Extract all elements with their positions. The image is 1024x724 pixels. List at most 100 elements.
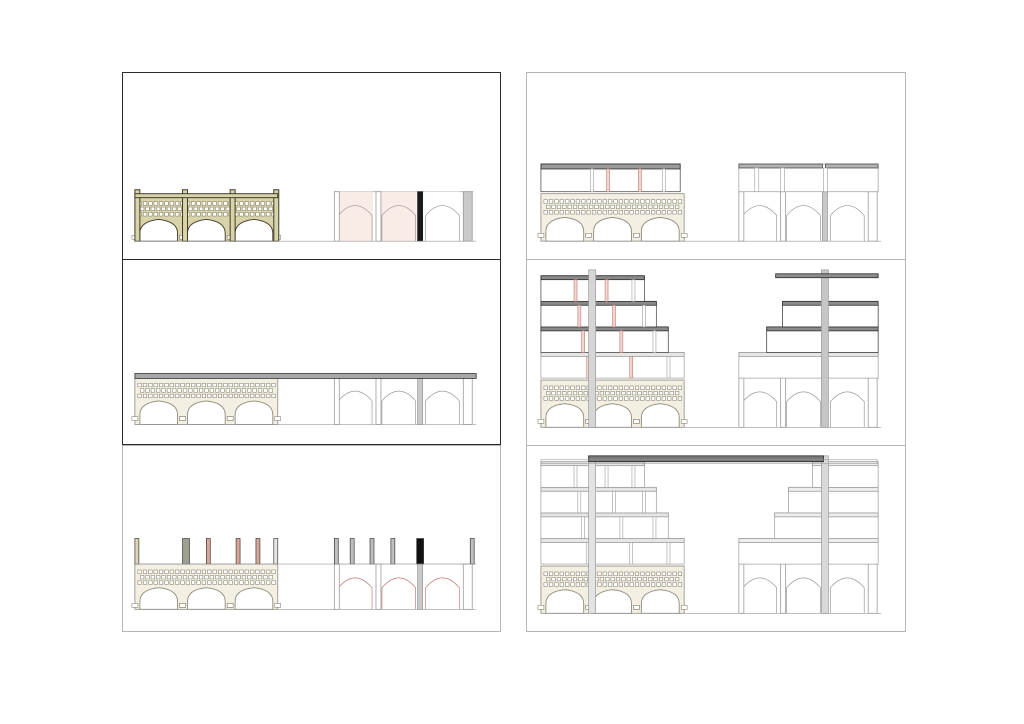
stone-block [217, 393, 223, 398]
stone-block [156, 206, 161, 211]
stone-block [257, 206, 263, 211]
panel-stage-3 [122, 445, 501, 632]
stone-block [225, 388, 230, 393]
stone-block [193, 206, 198, 211]
stone-block [177, 206, 182, 211]
floor-slab [540, 300, 657, 306]
new-column [349, 538, 355, 565]
bay-infill [337, 377, 374, 425]
pier-block [680, 419, 688, 424]
stone-block [559, 396, 564, 401]
stone-block [597, 210, 602, 215]
stone-block [599, 204, 604, 209]
stone-block [266, 580, 271, 585]
new-column [333, 538, 339, 565]
bay-infill [380, 564, 417, 610]
pier-block [585, 233, 592, 238]
stone-block [642, 391, 647, 396]
stone-block [608, 582, 613, 587]
stone-block [645, 385, 650, 390]
stone-block [199, 388, 204, 393]
stone-block [215, 206, 220, 211]
stone-block [212, 393, 217, 398]
stone-block [629, 582, 634, 587]
stone-block [244, 212, 249, 217]
stone-block [252, 575, 257, 580]
stone-block [156, 575, 161, 580]
stone-block [543, 571, 548, 576]
stone-block [546, 204, 551, 209]
stone-block [549, 571, 554, 576]
stone-block [212, 580, 217, 585]
stone-block [241, 575, 246, 580]
stone-block [244, 201, 249, 206]
stone-block [252, 206, 257, 211]
floor-slab [540, 486, 657, 492]
stone-block [268, 206, 273, 211]
panel-stage-2 [122, 259, 501, 445]
stone-block [142, 580, 148, 585]
panel-stage-6 [526, 445, 906, 632]
stone-block [653, 577, 658, 582]
bay-infill [424, 191, 461, 242]
arch-opening [545, 403, 585, 428]
storey-post [612, 304, 616, 328]
stone-block [193, 388, 198, 393]
arch-opening [139, 218, 179, 242]
stone-block [175, 212, 180, 217]
arch-outline [425, 577, 460, 610]
stone-block [191, 201, 196, 206]
stone-block [640, 396, 645, 401]
stone-block [667, 396, 672, 401]
stone-block [207, 580, 212, 585]
stone-block [651, 385, 656, 390]
floor-slab [540, 352, 685, 357]
storey-post [631, 279, 636, 302]
pier-outline [867, 563, 878, 614]
stone-block [201, 569, 206, 574]
stone-block [268, 575, 273, 580]
stone-block [215, 575, 220, 580]
stone-block [549, 396, 554, 401]
stone-block [677, 396, 683, 401]
floor-slab [540, 538, 685, 543]
stone-block [559, 582, 564, 587]
stone-block [250, 393, 255, 398]
storey-post [573, 465, 578, 488]
storey-post [606, 168, 610, 193]
stone-block [228, 393, 233, 398]
stone-block [145, 388, 150, 393]
stone-block [266, 393, 271, 398]
stone-block [223, 212, 228, 217]
stone-block [610, 204, 615, 209]
stone-block [159, 383, 164, 388]
stone-block [166, 575, 171, 580]
stone-block [188, 206, 193, 211]
stone-block [217, 212, 223, 217]
stone-block [651, 571, 656, 576]
stone-block [592, 199, 597, 204]
stone-block [207, 383, 212, 388]
stone-block [257, 388, 263, 393]
stone-block [191, 383, 196, 388]
stone-block [175, 393, 180, 398]
stone-block [207, 393, 212, 398]
stone-block [610, 391, 615, 396]
stone-block [212, 212, 217, 217]
stone-block [667, 210, 672, 215]
pier-block [633, 233, 640, 238]
storey-post [780, 167, 785, 193]
bay-infill [337, 564, 374, 610]
storey-post [629, 356, 634, 379]
stone-block [669, 577, 674, 582]
pier-outline [462, 563, 473, 610]
stone-block [546, 577, 551, 582]
stone-block [618, 385, 623, 390]
stone-block [653, 204, 658, 209]
stone-block [164, 569, 169, 574]
stone-block [169, 383, 174, 388]
stone-block [177, 575, 182, 580]
stone-block [169, 212, 174, 217]
stone-block [613, 385, 618, 390]
stone-block [215, 388, 220, 393]
